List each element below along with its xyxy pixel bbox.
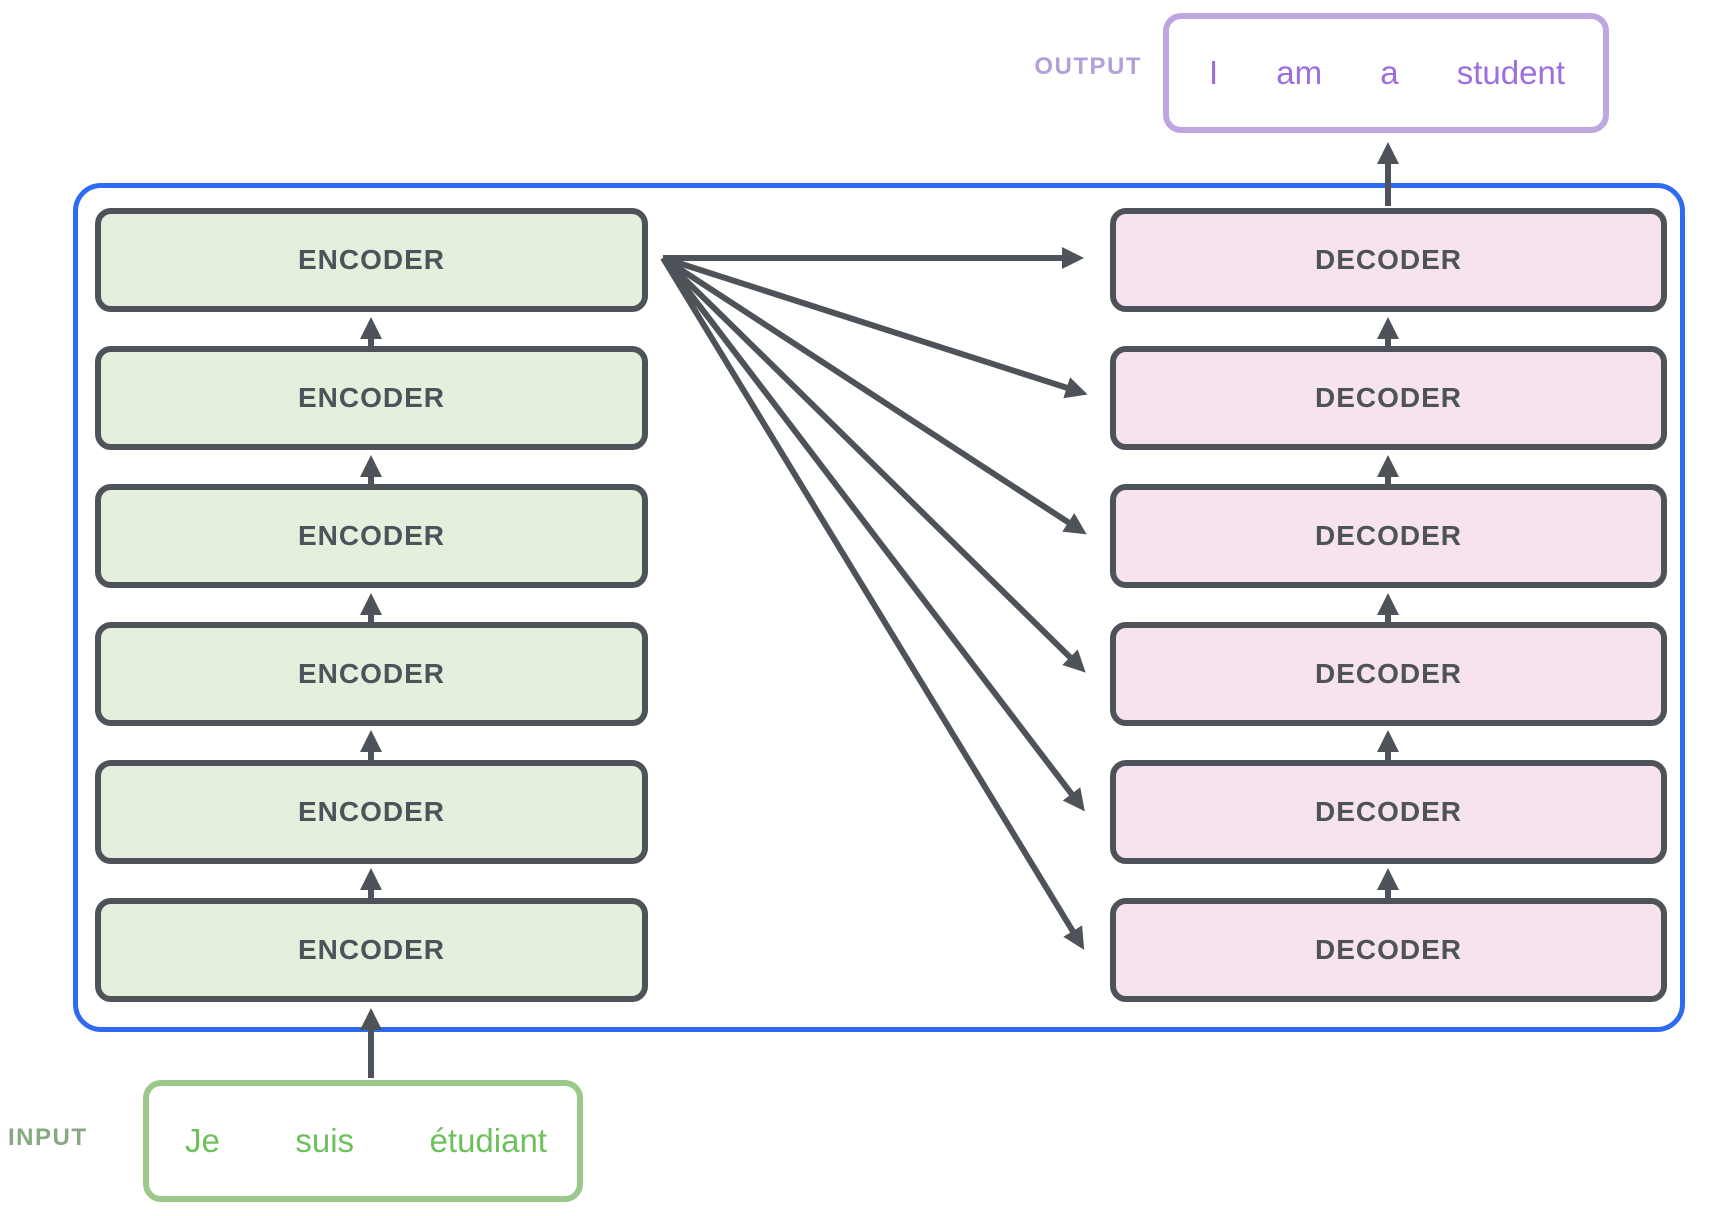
input-label: INPUT: [8, 1124, 88, 1151]
decoder-block: DECODER: [1110, 346, 1667, 450]
encoder-block: ENCODER: [95, 346, 648, 450]
encoder-stack: ENCODER ENCODER ENCODER ENCODER ENCODER …: [95, 208, 648, 1002]
encoder-block: ENCODER: [95, 484, 648, 588]
decoder-block: DECODER: [1110, 622, 1667, 726]
decoder-stack: DECODER DECODER DECODER DECODER DECODER …: [1110, 208, 1667, 1002]
encoder-block: ENCODER: [95, 898, 648, 1002]
output-word: a: [1380, 54, 1399, 91]
decoder-block: DECODER: [1110, 898, 1667, 1002]
output-label: OUTPUT: [1034, 53, 1142, 80]
output-word: I: [1209, 54, 1219, 91]
input-word: Je: [185, 1122, 220, 1159]
encoder-block: ENCODER: [95, 208, 648, 312]
input-word: suis: [295, 1122, 355, 1159]
output-word: student: [1456, 54, 1565, 91]
encoder-decoder-container: [73, 183, 1685, 1032]
input-box: Je suis étudiant: [143, 1080, 583, 1202]
decoder-block: DECODER: [1110, 484, 1667, 588]
decoder-block: DECODER: [1110, 760, 1667, 864]
input-word: étudiant: [429, 1122, 547, 1159]
output-word: am: [1276, 54, 1323, 91]
decoder-block: DECODER: [1110, 208, 1667, 312]
encoder-block: ENCODER: [95, 622, 648, 726]
encoder-block: ENCODER: [95, 760, 648, 864]
output-box: I am a student: [1163, 13, 1609, 133]
